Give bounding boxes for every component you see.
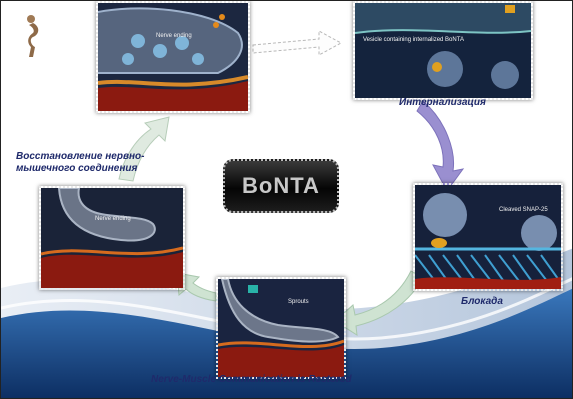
arrow-right xyxy=(417,101,463,191)
panel-label: Vesicle containing internalized BoNTA xyxy=(363,37,464,43)
caption-internalization: Интернализация xyxy=(399,97,486,108)
panel-label: Nerve ending xyxy=(95,216,131,222)
caption-blockade: Блокада xyxy=(461,296,503,307)
figure-icon xyxy=(25,13,45,59)
panel-nerve-ending-left: Nerve ending xyxy=(39,186,185,290)
center-label-box: BoNTA xyxy=(223,159,339,213)
panel-sprouts: Sprouts xyxy=(216,277,346,379)
center-label: BoNTA xyxy=(242,173,320,199)
panel-label: Nerve ending xyxy=(156,33,192,39)
caption-restoration: Восстановление нервно-мышечного соединен… xyxy=(16,151,166,175)
panel-nerve-ending-top: Nerve ending xyxy=(96,1,250,113)
arrow-top xyxy=(253,31,341,55)
panel-cleaved-snap25: Cleaved SNAP-25 xyxy=(413,183,563,291)
panel-label: Cleaved SNAP-25 xyxy=(499,207,548,213)
caption-communication-restored: Nerve-Muscle Communication is Restored xyxy=(151,374,352,385)
panel-vesicle-internalized: Vesicle containing internalized BoNTA xyxy=(353,1,533,100)
panel-label: Sprouts xyxy=(288,299,309,305)
arrow-bottom-right xyxy=(335,271,423,335)
